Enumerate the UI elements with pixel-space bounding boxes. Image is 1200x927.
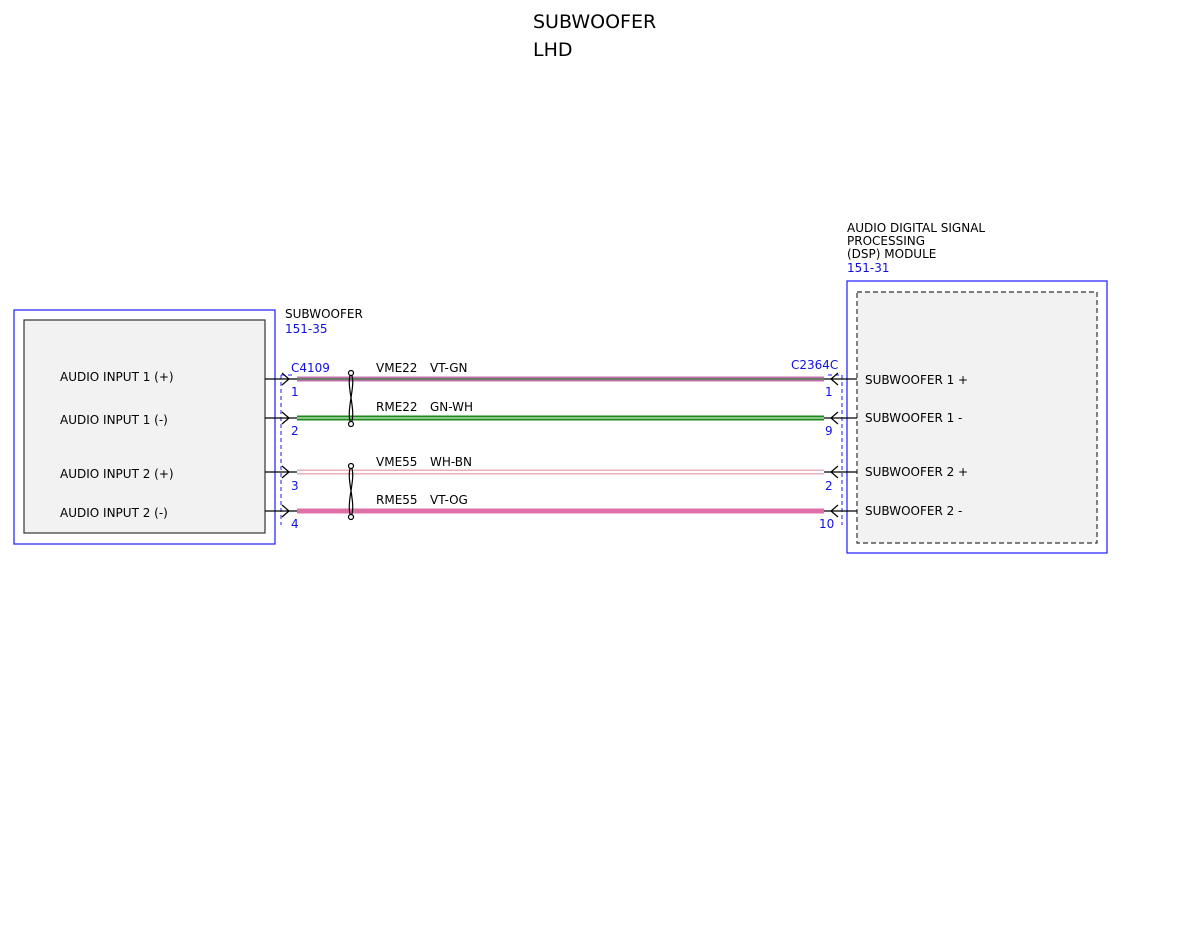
wire-color-label: VT-OG [430, 493, 468, 507]
wire-color-label: WH-BN [430, 455, 472, 469]
subwoofer-pin-number: 1 [291, 385, 299, 399]
diagram-title: SUBWOOFER [533, 11, 657, 33]
wire-circuit-label: RME22 [376, 400, 418, 414]
dsp-outline [846, 280, 1108, 554]
connector-c4109-label[interactable]: C4109 [291, 361, 330, 375]
wire-circuit-label: VME55 [376, 455, 417, 469]
twisted-pair-2-icon [347, 462, 355, 521]
diagram-subtitle: LHD [533, 39, 573, 61]
wire-circuit-label: RME55 [376, 493, 418, 507]
subwoofer-name: SUBWOOFER [285, 307, 363, 321]
twisted-pair-1-icon [347, 369, 355, 428]
dsp-name-line1: AUDIO DIGITAL SIGNAL [847, 221, 985, 235]
dsp-module-component[interactable]: SUBWOOFER 1 + SUBWOOFER 1 - SUBWOOFER 2 … [846, 280, 1108, 554]
wire-color-label: VT-GN [430, 361, 467, 375]
subwoofer-pin-number: 3 [291, 479, 299, 493]
connector-c2364c-label[interactable]: C2364C [791, 358, 838, 372]
subwoofer-pin-number: 4 [291, 517, 299, 531]
dsp-pin-label: SUBWOOFER 2 + [865, 465, 968, 479]
subwoofer-outline [13, 309, 276, 545]
left-terminals [265, 372, 297, 518]
dsp-ref-link[interactable]: 151-31 [847, 261, 890, 275]
dsp-pin-label: SUBWOOFER 1 - [865, 411, 962, 425]
right-terminals [824, 372, 857, 518]
subwoofer-pin-label: AUDIO INPUT 2 (+) [60, 467, 174, 481]
connector-c4109-outline [280, 374, 292, 525]
wire-color-label: GN-WH [430, 400, 473, 414]
dsp-pin-number: 9 [825, 424, 833, 438]
dsp-pin-label: SUBWOOFER 2 - [865, 504, 962, 518]
subwoofer-component[interactable]: AUDIO INPUT 1 (+) AUDIO INPUT 1 (-) AUDI… [13, 309, 276, 545]
dsp-pin-label: SUBWOOFER 1 + [865, 373, 968, 387]
dsp-pin-number: 2 [825, 479, 833, 493]
subwoofer-pin-label: AUDIO INPUT 2 (-) [60, 506, 168, 520]
subwoofer-pin-label: AUDIO INPUT 1 (+) [60, 370, 174, 384]
dsp-name-line2: PROCESSING [847, 234, 925, 248]
dsp-body [856, 291, 1098, 544]
subwoofer-pin-label: AUDIO INPUT 1 (-) [60, 413, 168, 427]
subwoofer-body [23, 319, 266, 534]
dsp-pin-number: 10 [819, 517, 834, 531]
subwoofer-pin-number: 2 [291, 424, 299, 438]
dsp-pin-number: 1 [825, 385, 833, 399]
wire-circuit-label: VME22 [376, 361, 417, 375]
dsp-name-line3: (DSP) MODULE [847, 247, 936, 261]
subwoofer-ref-link[interactable]: 151-35 [285, 322, 328, 336]
